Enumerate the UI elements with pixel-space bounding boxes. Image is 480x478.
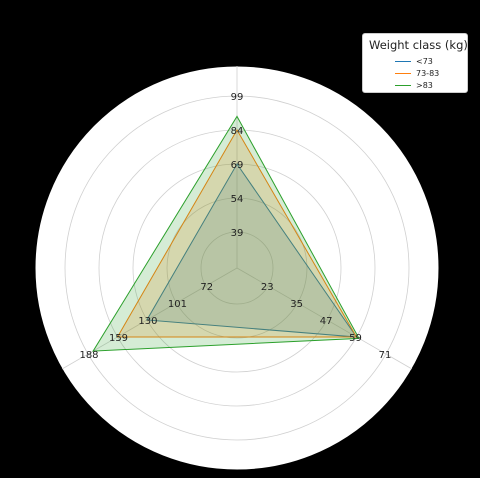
legend-label-gt83: >83	[416, 80, 433, 90]
legend: Weight class (kg) <73 73-83 >83	[362, 33, 468, 93]
legend-label-73-83: 73-83	[416, 68, 440, 78]
tick-label-axis2-1: 23	[261, 282, 274, 293]
legend-item-73-83: 73-83	[395, 67, 461, 79]
tick-label-axis2-5: 71	[379, 350, 392, 361]
series-area-gt83	[92, 115, 360, 352]
legend-swatch-lt73	[395, 60, 411, 62]
tick-label-axis3-2: 101	[168, 299, 187, 310]
tick-label-axis2-3: 47	[320, 316, 333, 327]
legend-swatch-73-83	[395, 72, 411, 74]
tick-label-axis1-2: 54	[231, 194, 244, 205]
series-area-73-83	[116, 128, 358, 338]
legend-label-lt73: <73	[416, 56, 433, 66]
axis-line-2	[236, 267, 413, 370]
tick-label-axis1-4: 84	[231, 126, 244, 137]
tick-label-axis1-3: 69	[231, 160, 244, 171]
series-area-lt73	[146, 163, 358, 338]
tick-label-axis2-4: 59	[349, 333, 362, 344]
legend-item-lt73: <73	[395, 55, 461, 67]
legend-title: Weight class (kg)	[369, 38, 468, 52]
tick-label-axis3-3: 130	[138, 316, 157, 327]
legend-item-gt83: >83	[395, 79, 461, 91]
legend-swatch-gt83	[395, 84, 411, 86]
axis-line-3	[61, 267, 238, 370]
tick-label-axis1-1: 39	[231, 228, 244, 239]
tick-label-axis3-4: 159	[109, 333, 128, 344]
tick-label-axis3-5: 188	[79, 350, 98, 361]
tick-label-axis1-5: 99	[231, 92, 244, 103]
tick-label-axis3-1: 72	[200, 282, 213, 293]
tick-label-axis2-2: 35	[290, 299, 303, 310]
